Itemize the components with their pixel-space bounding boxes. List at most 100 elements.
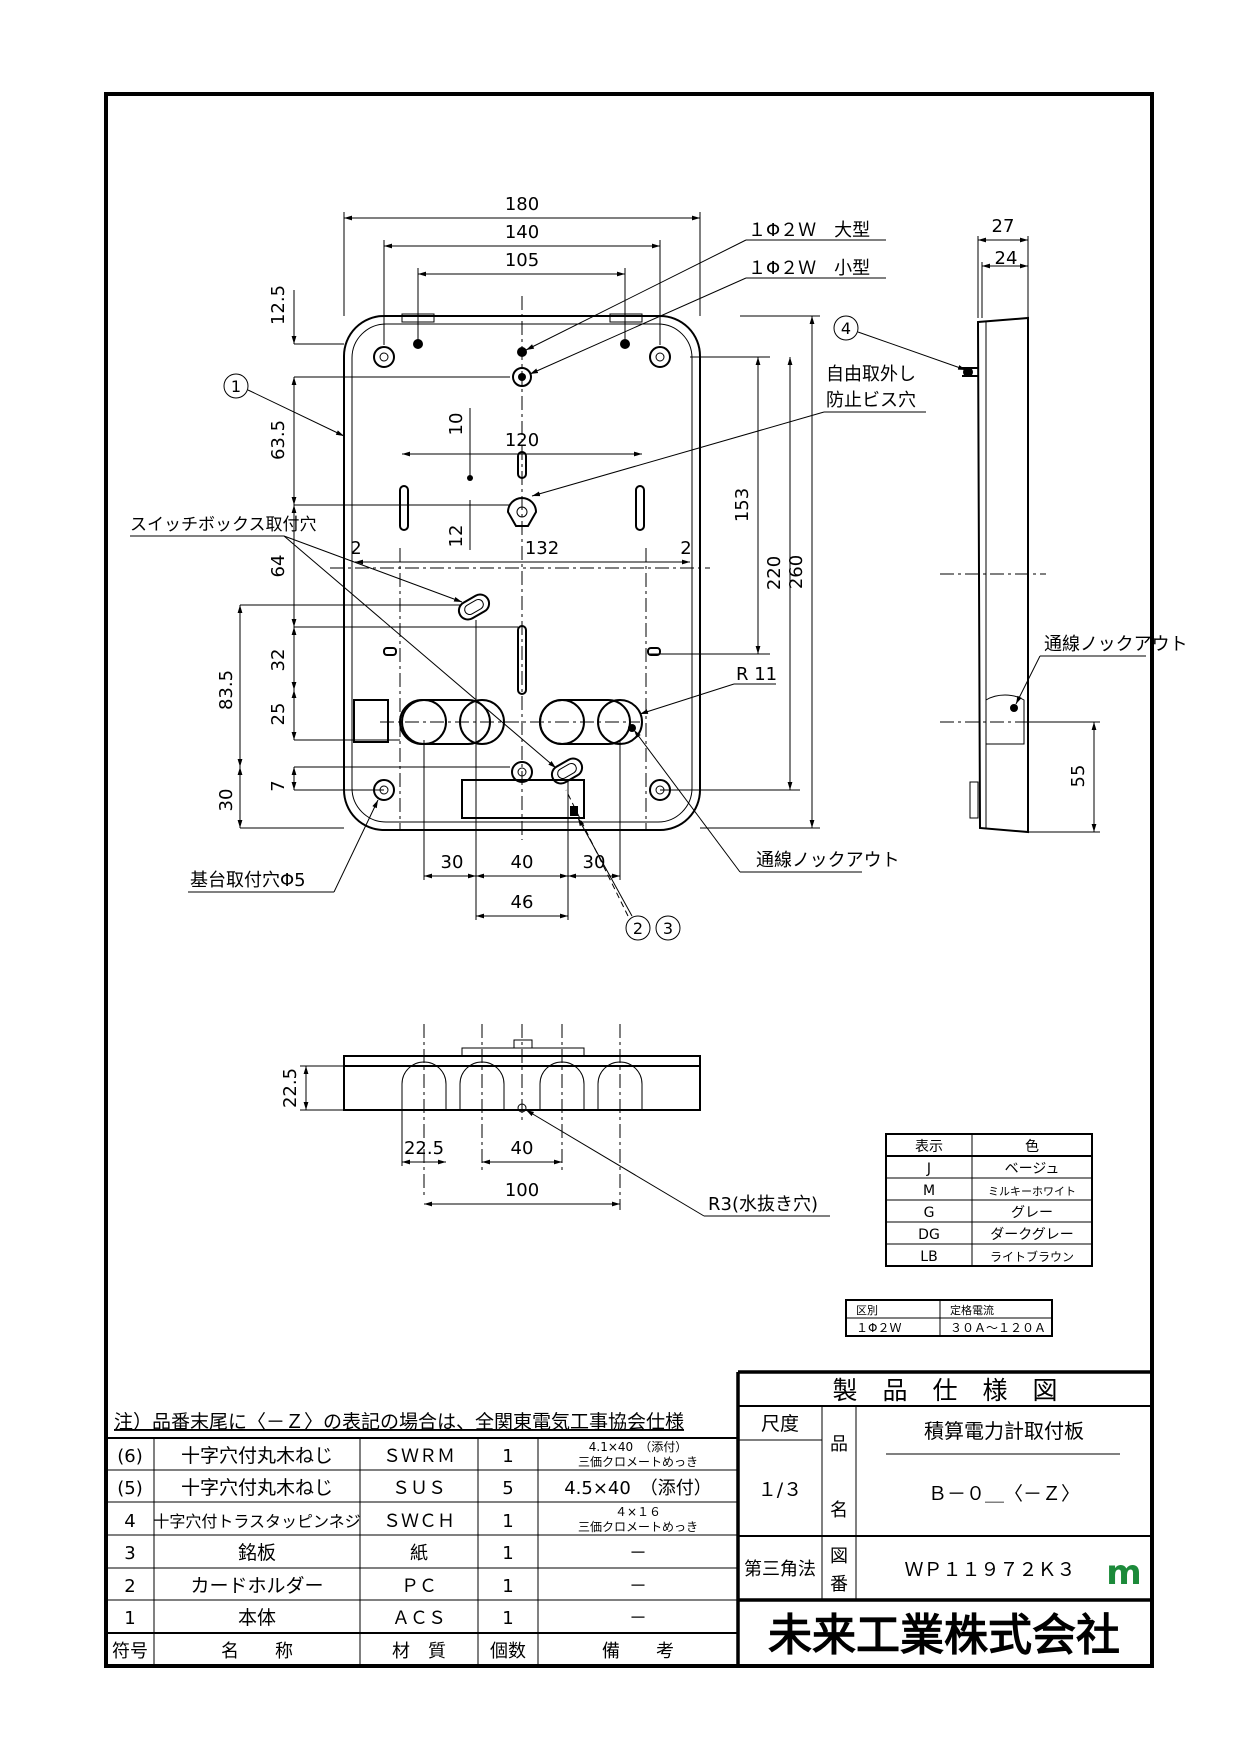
parts-table: (6) 十字穴付丸木ねじ ＳＷＲＭ 1 4.1×40 （添付） 三価クロメートめ…: [105, 1437, 739, 1667]
parts-code: (6): [117, 1446, 143, 1467]
parts-header-remark: 備 考: [602, 1641, 674, 1662]
parts-remark: 三価クロメートめっき: [578, 1520, 698, 1534]
dim-2-right: 2: [680, 538, 691, 559]
mark-2-circle: [625, 915, 651, 941]
parts-header-name: 名 称: [221, 1641, 293, 1662]
ban-label: 番: [830, 1574, 848, 1595]
title-block: 製 品 仕 様 図 尺度 １/３ 品 名 積算電力計取付板 Ｂ－０＿〈－Ｚ〉 第…: [736, 1370, 1152, 1666]
dim-63-5: 63.5: [268, 420, 289, 460]
parts-material: ＰＣ: [401, 1576, 437, 1597]
front-labels: １Φ２Ｗ 大型 １Φ２Ｗ 小型 自由取外し 防止ビス穴 スイッチボックス取付穴 …: [130, 220, 926, 941]
dim-30-left: 30: [441, 852, 464, 873]
label-small-1p2w: １Φ２Ｗ 小型: [748, 258, 870, 279]
rating-table: 区別 定格電流 １Φ２Ｗ ３０Ａ～１２０Ａ: [845, 1299, 1053, 1337]
parts-qty: 1: [502, 1511, 513, 1532]
parts-name: 銘板: [238, 1542, 276, 1564]
dim-30-vertical: 30: [216, 789, 237, 812]
mei-label: 名: [830, 1500, 848, 1521]
bottom-label-drain: R3(水抜き穴): [708, 1194, 818, 1215]
parts-name: 十字穴付丸木ねじ: [181, 1445, 333, 1467]
color-table-header-color: 色: [1025, 1138, 1039, 1155]
dim-120: 120: [505, 430, 539, 451]
parts-name: 本体: [238, 1607, 276, 1629]
label-anti-remove-1: 自由取外し: [826, 364, 916, 385]
product-code: Ｂ－０＿〈－Ｚ〉: [928, 1483, 1080, 1505]
dim-83-5: 83.5: [216, 670, 237, 710]
mark-3-circle: [655, 915, 681, 941]
dim-7: 7: [268, 780, 289, 791]
dim-140: 140: [505, 222, 539, 243]
parts-remark: －: [629, 1608, 647, 1629]
scale-label: 尺度: [761, 1413, 799, 1435]
parts-name: 十字穴付丸木ねじ: [181, 1477, 333, 1499]
parts-qty: 1: [502, 1608, 513, 1629]
rating-header-current: 定格電流: [950, 1303, 994, 1317]
mark-1: 1: [231, 377, 241, 396]
hin-label: 品: [830, 1434, 848, 1455]
dim-132: 132: [525, 538, 559, 559]
parts-qty: 1: [502, 1446, 513, 1467]
dim-153: 153: [732, 488, 753, 522]
label-knockout-front: 通線ノックアウト: [756, 850, 900, 871]
brand-logo: m: [1106, 1553, 1141, 1593]
side-view: 27 24 55 4 通線ノックアウト: [833, 216, 1188, 834]
dim-180: 180: [505, 194, 539, 215]
dim-40: 40: [511, 852, 534, 873]
bottom-dim-22-5-horizontal: 22.5: [404, 1138, 444, 1159]
mark-2: 2: [633, 919, 643, 938]
dim-12: 12: [446, 525, 467, 548]
front-dimensions: 180 140 105 120 132 2 2 12.5 63.5 64 32: [216, 194, 820, 920]
parts-material: 紙: [410, 1543, 428, 1564]
color-row-code: G: [924, 1205, 935, 1221]
parts-header-qty: 個数: [490, 1641, 526, 1662]
color-row-code: M: [923, 1183, 935, 1199]
color-row-name: ライトブラウン: [990, 1249, 1074, 1264]
note-text: 注）品番末尾に〈－Ｚ〉の表記の場合は、全関東電気工事協会仕様: [114, 1411, 684, 1433]
label-switchbox-hole: スイッチボックス取付穴: [130, 515, 317, 535]
parts-qty: 1: [502, 1543, 513, 1564]
parts-remark: ４×１６: [615, 1505, 661, 1519]
color-row-code: DG: [918, 1227, 940, 1243]
rating-value-type: １Φ２Ｗ: [856, 1321, 901, 1335]
dim-32: 32: [268, 649, 289, 672]
label-base-hole: 基台取付穴Φ5: [190, 870, 306, 891]
parts-remark: 4.5×40 （添付）: [564, 1478, 712, 1499]
dim-12-5: 12.5: [268, 285, 289, 325]
scale-value: １/３: [758, 1479, 802, 1501]
bottom-dim-40: 40: [511, 1138, 534, 1159]
parts-material: ＳＵＳ: [392, 1478, 446, 1499]
dim-2-left: 2: [350, 538, 361, 559]
title-block-title: 製 品 仕 様 図: [832, 1376, 1057, 1405]
parts-qty: 1: [502, 1576, 513, 1597]
mark-4: 4: [841, 319, 851, 338]
corner-holes: [373, 346, 671, 801]
dim-46: 46: [511, 892, 534, 913]
side-label-knockout: 通線ノックアウト: [1044, 634, 1188, 655]
parts-remark: －: [629, 1576, 647, 1597]
drawing-number: ＷＰ１１９７２Ｋ３: [904, 1559, 1075, 1581]
label-large-1p2w: １Φ２Ｗ 大型: [748, 220, 870, 241]
label-anti-remove-2: 防止ビス穴: [826, 390, 916, 411]
front-view: [330, 296, 710, 840]
color-row-name: ベージュ: [1005, 1161, 1060, 1177]
color-row-name: グレー: [1011, 1205, 1053, 1221]
parts-code: 2: [124, 1576, 135, 1597]
company-name: 未来工業株式会社: [768, 1610, 1120, 1661]
color-table-header-code: 表示: [915, 1139, 943, 1155]
side-dim-24: 24: [995, 248, 1018, 269]
mark-3: 3: [663, 919, 673, 938]
parts-code: (5): [117, 1478, 143, 1499]
mark-1-circle: [223, 373, 249, 399]
product-name: 積算電力計取付板: [924, 1419, 1084, 1443]
color-row-name: ダークグレー: [990, 1227, 1073, 1243]
projection-label: 第三角法: [744, 1559, 816, 1580]
rating-value-current: ３０Ａ～１２０Ａ: [950, 1321, 1046, 1335]
parts-material: ＳＷＣＨ: [383, 1511, 455, 1532]
dim-64: 64: [268, 555, 289, 578]
parts-code: 1: [124, 1608, 135, 1629]
bottom-dim-100: 100: [505, 1180, 539, 1201]
rating-header-type: 区別: [856, 1304, 878, 1317]
parts-material: ＡＣＳ: [392, 1608, 446, 1629]
label-r11: R 11: [736, 664, 777, 685]
